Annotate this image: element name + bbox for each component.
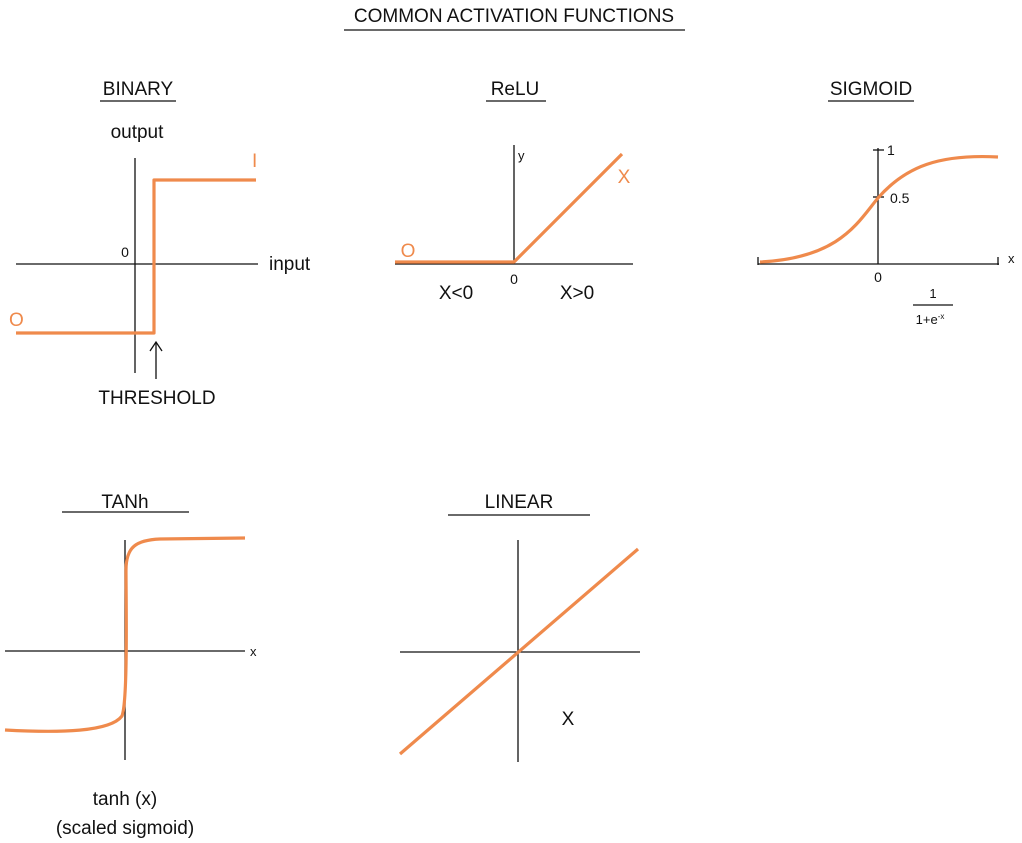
binary-step-curve: [16, 178, 256, 335]
binary-x-label: input: [269, 254, 311, 275]
binary-title: BINARY: [103, 79, 174, 100]
sigmoid-title: SIGMOID: [830, 79, 912, 100]
relu-panel: ReLU y O X 0 X<0 X>0: [395, 79, 633, 304]
tanh-title: TANh: [101, 492, 148, 513]
relu-title: ReLU: [491, 79, 540, 100]
relu-curve: [395, 152, 624, 264]
binary-low-label: O: [9, 310, 24, 331]
sigmoid-formula-denominator-exponent: -x: [938, 312, 945, 321]
threshold-arrow-head: [149, 340, 163, 352]
main-title: COMMON ACTIVATION FUNCTIONS: [354, 6, 674, 27]
relu-origin-label: 0: [510, 271, 518, 287]
linear-x-label: X: [562, 709, 575, 730]
tanh-caption-line1: tanh (x): [93, 789, 157, 810]
tanh-curve: [4, 536, 246, 733]
relu-positive-region-label: X>0: [560, 283, 594, 304]
sigmoid-origin-label: 0: [874, 269, 882, 285]
binary-origin-label: 0: [121, 244, 129, 260]
sigmoid-tick-half-label: 0.5: [890, 190, 910, 206]
binary-high-label: I: [252, 151, 257, 172]
linear-title: LINEAR: [485, 492, 554, 513]
binary-threshold-label: THRESHOLD: [98, 388, 215, 409]
sigmoid-curve: [759, 154, 999, 264]
tanh-panel: TANh x tanh (x) (scaled sigmoid): [4, 492, 257, 839]
sigmoid-formula-numerator: 1: [929, 286, 936, 301]
sigmoid-tick-one-label: 1: [887, 142, 895, 158]
relu-right-label: X: [618, 167, 631, 188]
sigmoid-x-label: x: [1008, 251, 1015, 266]
tanh-x-label: x: [250, 644, 257, 659]
binary-y-label: output: [111, 122, 165, 143]
relu-negative-region-label: X<0: [439, 283, 473, 304]
binary-panel: BINARY output 0 input I O THRESHOLD: [9, 79, 311, 409]
sigmoid-formula-denominator: 1+e-x: [916, 312, 945, 327]
linear-curve: [398, 547, 640, 756]
sigmoid-formula-denominator-base: 1+e: [916, 312, 938, 327]
relu-y-label: y: [518, 148, 525, 163]
linear-panel: LINEAR X: [398, 492, 640, 762]
tanh-caption-line2: (scaled sigmoid): [56, 818, 194, 839]
relu-left-label: O: [401, 241, 416, 262]
sigmoid-panel: SIGMOID 1 0.5 x 0 1 1+e-x: [757, 79, 1015, 327]
